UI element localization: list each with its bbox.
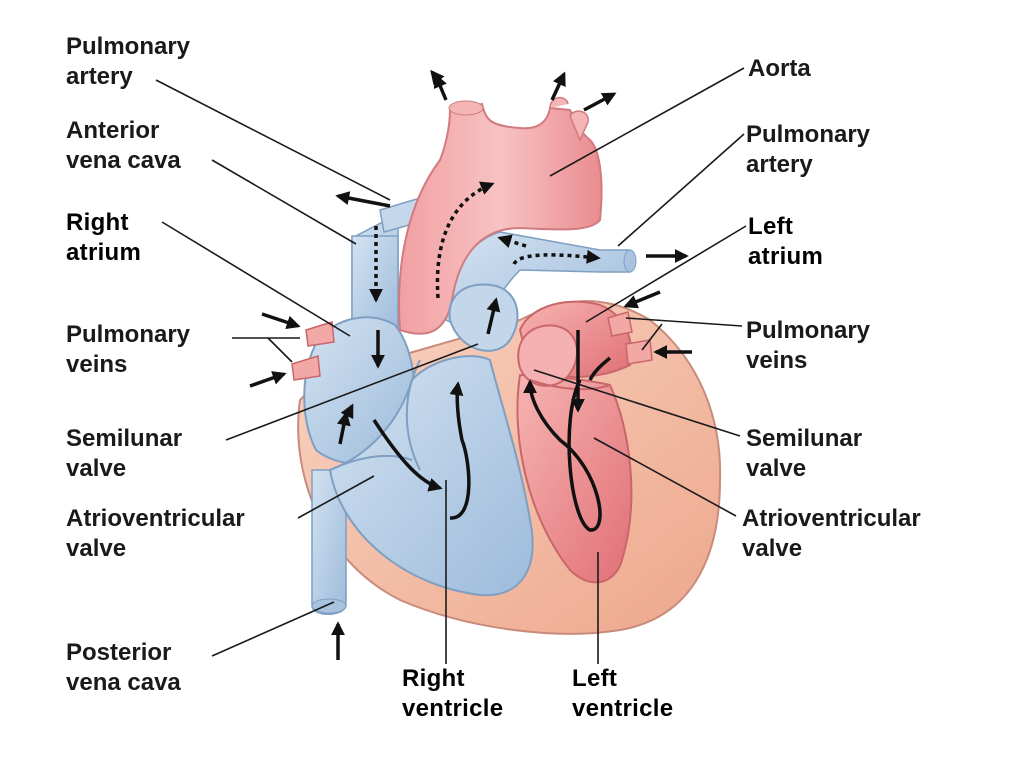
pulmonary-vein-left-top — [305, 321, 335, 347]
label-aorta: Aorta — [748, 55, 811, 82]
leader-lines — [155, 67, 747, 664]
leader-semilunar-left — [225, 343, 479, 441]
leader-posterior-vena-cava — [211, 601, 335, 657]
pulmonary-vein-right-bottom — [625, 339, 653, 365]
blood-flow-arrows — [249, 69, 692, 660]
pulmonary-semilunar-valve — [448, 283, 519, 352]
leader-av-valve-right — [593, 437, 737, 517]
leader-pulmonary-artery-left — [155, 79, 391, 201]
left-ventricle-chamber — [516, 373, 633, 584]
leader-anterior-vena-cava — [211, 159, 357, 245]
leader-right-atrium — [161, 221, 351, 337]
leader-av-valve-left — [297, 475, 375, 519]
leader-pulmonary-veins-left — [232, 337, 300, 363]
leader-aorta — [549, 67, 745, 177]
leader-left-atrium — [585, 225, 747, 323]
aortic-semilunar-valve — [517, 324, 578, 387]
leader-semilunar-right — [533, 369, 741, 437]
leader-pulmonary-artery-right — [617, 133, 745, 247]
leader-pulmonary-veins-right — [625, 317, 743, 351]
pulmonary-vein-left-bottom — [291, 355, 321, 381]
